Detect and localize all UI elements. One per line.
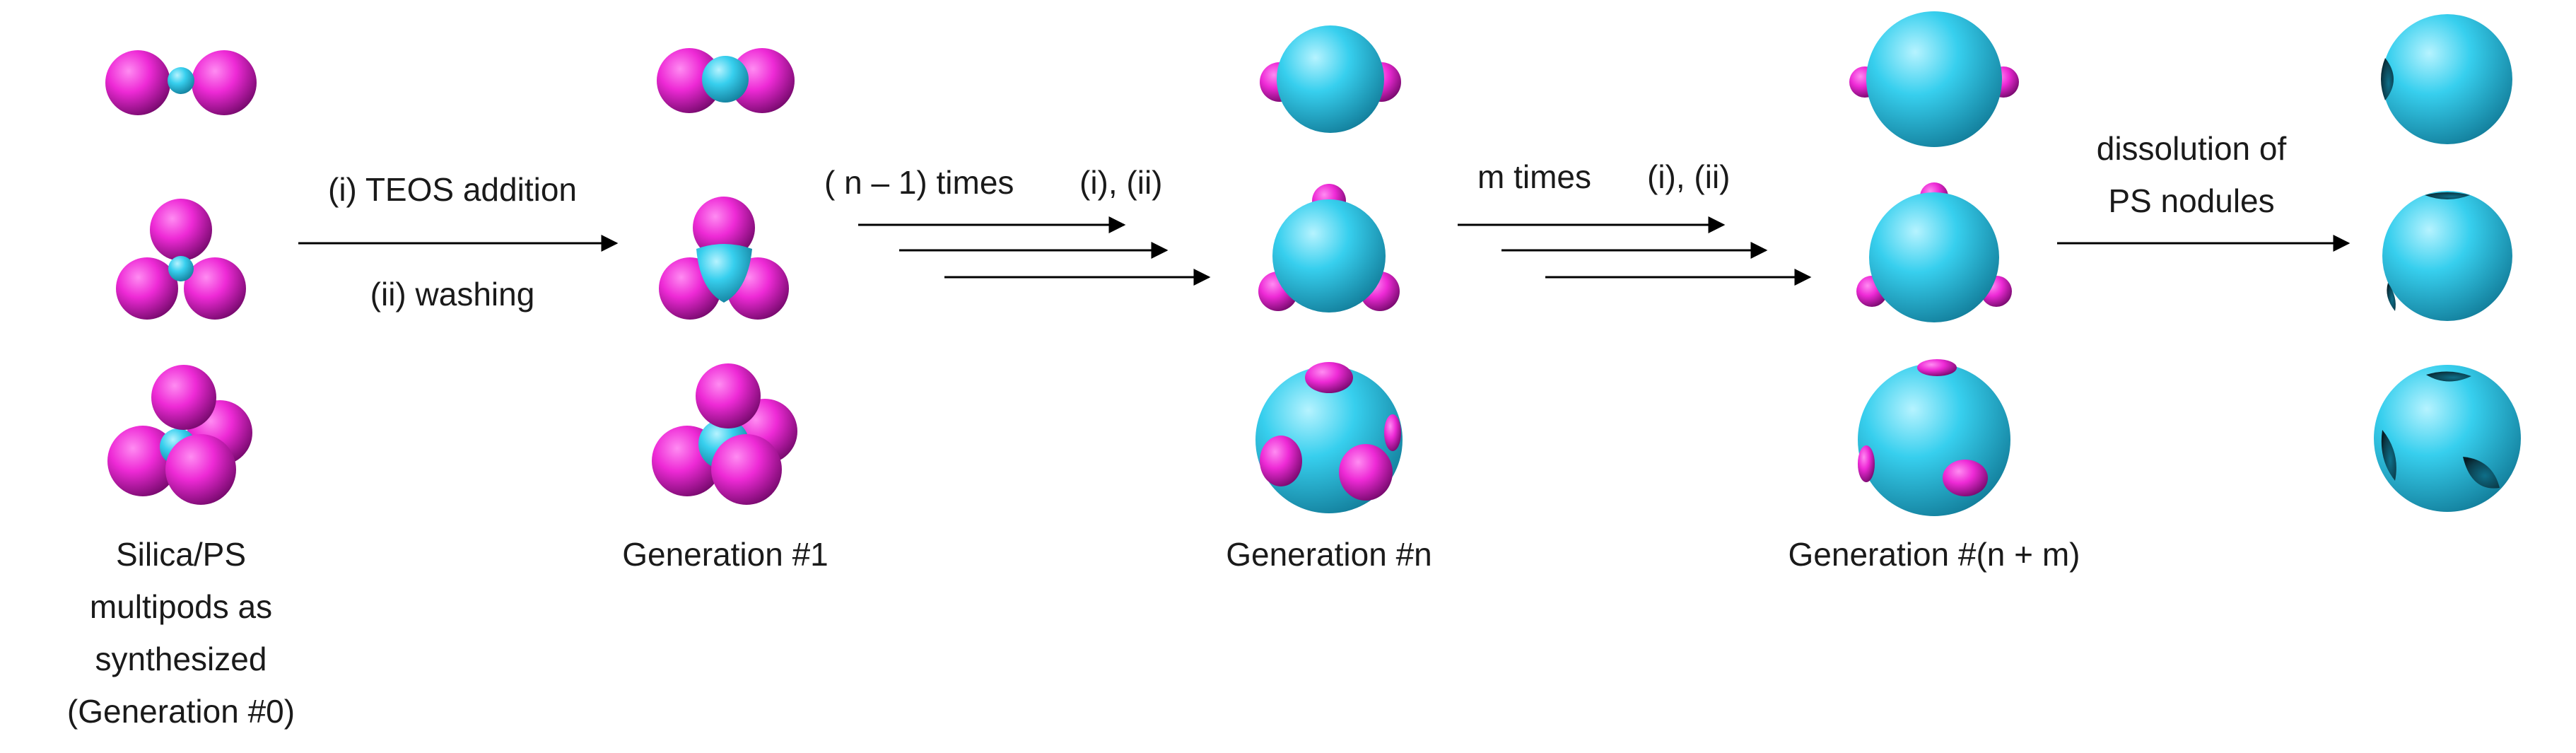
cavity: [2387, 283, 2396, 311]
hollow-tripod: [2382, 191, 2512, 321]
step2-count-label: ( n – 1) times: [824, 164, 1014, 201]
gennm-label: Generation #(n + m): [1788, 536, 2080, 573]
genn-dipod: [1260, 25, 1401, 133]
step1-top-label: (i) TEOS addition: [328, 171, 577, 208]
silica-shell: [1272, 199, 1386, 313]
gen0-tetrapod: [107, 365, 252, 505]
ps-nodule: [711, 434, 782, 505]
gen1-tetrapod: [652, 363, 797, 505]
cavity: [2381, 58, 2394, 100]
silica-core: [696, 244, 752, 303]
ps-nodule: [1384, 414, 1401, 451]
step3-count-label: m times: [1477, 158, 1591, 195]
genn-label: Generation #n: [1226, 536, 1432, 573]
silica-shell: [1869, 192, 1999, 322]
gen0-label-line1: Silica/PS: [116, 536, 246, 573]
silica-shell: [2382, 14, 2512, 144]
step4-label-line1: dissolution of: [2097, 130, 2287, 167]
step2-steps-label: (i), (ii): [1079, 164, 1163, 201]
ps-nodule: [730, 48, 795, 113]
gen1-dipod: [657, 48, 795, 113]
silica-core: [168, 67, 194, 94]
silica-core: [702, 56, 749, 103]
genn-tetrapod: [1255, 362, 1403, 513]
step4-label-line2: PS nodules: [2108, 182, 2274, 219]
ps-nodule: [1943, 460, 1988, 496]
step1-bottom-label: (ii) washing: [370, 276, 535, 313]
gen1-tripod: [659, 197, 789, 320]
silica-shell: [1858, 363, 2010, 516]
silica-core: [168, 256, 194, 281]
arrows: [298, 216, 2350, 286]
gen0-dipod: [105, 50, 257, 115]
ps-nodule: [116, 257, 178, 320]
silica-shell: [1277, 25, 1384, 133]
gen0-tripod: [116, 199, 246, 320]
silica-shell: [2382, 191, 2512, 321]
ps-nodule: [1339, 444, 1393, 501]
cavity: [2426, 371, 2471, 382]
hollow-tetrapod: [2374, 365, 2521, 512]
gen0-label-line2: multipods as: [90, 588, 272, 625]
hollow-dipod: [2381, 14, 2512, 144]
ps-nodule: [693, 197, 755, 259]
step3-steps-label: (i), (ii): [1647, 158, 1731, 195]
cavity: [2463, 457, 2500, 489]
gen0-label-line4: (Generation #0): [67, 693, 295, 730]
ps-nodule: [151, 365, 216, 430]
ps-nodule: [1305, 362, 1353, 393]
gennm-dipod: [1849, 11, 2019, 147]
ps-nodule: [1858, 445, 1875, 482]
gennm-tetrapod: [1858, 359, 2010, 516]
gen0-label-line3: synthesized: [95, 641, 267, 677]
ps-nodule: [165, 434, 236, 505]
ps-nodule: [1260, 436, 1302, 486]
ps-nodule: [150, 199, 212, 261]
ps-nodule: [184, 257, 246, 320]
genn-tripod: [1258, 184, 1400, 313]
ps-nodule: [696, 363, 761, 428]
gennm-tripod: [1856, 182, 2012, 322]
ps-nodule: [1917, 359, 1957, 376]
ps-nodule: [192, 50, 257, 115]
cavity: [2425, 192, 2470, 199]
silica-shell: [2374, 365, 2521, 512]
silica-shell: [1866, 11, 2002, 147]
gen1-label: Generation #1: [622, 536, 829, 573]
cavity: [2381, 430, 2396, 481]
ps-nodule: [657, 48, 722, 113]
ps-nodule: [105, 50, 170, 115]
